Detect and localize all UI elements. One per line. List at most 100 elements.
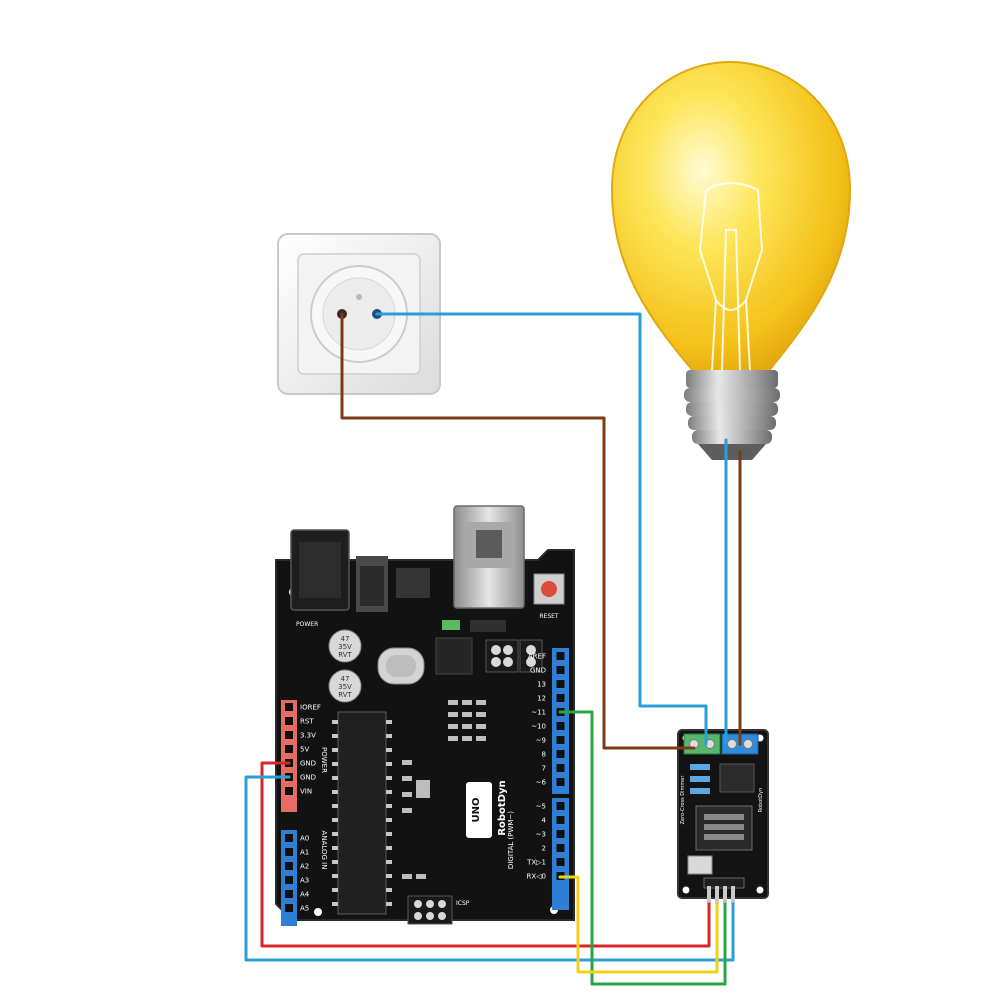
pin-label: GND: [530, 667, 546, 675]
board-logo: UNO RobotDyn: [466, 780, 508, 838]
analog-header: [281, 830, 297, 926]
bulb-glass: [610, 60, 852, 373]
power-jack-label: POWER: [296, 621, 318, 628]
analog-header-label: ANALOG IN: [320, 831, 328, 870]
pin-label: ~10: [531, 723, 546, 731]
wire-red-5v: [260, 761, 711, 948]
pin-label: VIN: [300, 788, 312, 796]
pin-label: IOREF: [300, 704, 321, 712]
pin-label: ~3: [536, 831, 546, 839]
pin-label: 8: [542, 751, 546, 759]
header-pin: [556, 858, 565, 866]
svg-text:RVT: RVT: [338, 691, 352, 699]
pin-label: A2: [300, 863, 309, 871]
pin-label: AREF: [528, 653, 546, 661]
pin-label: ~5: [536, 803, 546, 811]
pin-label: RX◁0: [527, 873, 547, 881]
pin-label: GND: [300, 760, 316, 768]
pin-label: A5: [300, 905, 309, 913]
wire-blue-gnd: [244, 775, 735, 962]
header-pin: [285, 745, 293, 753]
svg-text:47: 47: [341, 635, 350, 643]
pin-label: TX▷1: [526, 859, 546, 867]
capacitor-1: 47 35V RVT: [328, 629, 362, 663]
pin-label: 12: [537, 695, 546, 703]
reset-button: RESET: [533, 573, 565, 620]
header-pin: [285, 848, 293, 856]
pin-label: A3: [300, 877, 309, 885]
module-label-right: RobotDyn: [758, 788, 764, 812]
svg-text:RVT: RVT: [338, 651, 352, 659]
digital-header-label: DIGITAL (PWM~): [507, 811, 515, 869]
arduino-board: RESET POWER 47 35V RVT 47 35V RVT: [275, 505, 575, 926]
header-pin: [285, 862, 293, 870]
module-label-left: Zero-Cross Dimmer: [680, 775, 686, 825]
wire-brown-socket-to-module: [340, 312, 696, 750]
bulb-filament: [698, 182, 764, 371]
control-pins: [703, 877, 745, 904]
svg-text:35V: 35V: [338, 683, 352, 691]
usb-b-port: [453, 505, 525, 609]
wires: [244, 312, 742, 986]
header-pin: [556, 802, 565, 810]
pin-label: ~6: [536, 779, 547, 787]
logo-robotdyn: RobotDyn: [497, 780, 508, 835]
icsp-header-top: [485, 639, 543, 673]
wire-blue-socket-to-bulb: [375, 312, 708, 746]
header-pin: [556, 778, 565, 786]
header-pin: [285, 703, 293, 711]
pin-label: ~11: [531, 709, 546, 717]
header-pin: [285, 890, 293, 898]
svg-text:47: 47: [341, 675, 350, 683]
wire-yellow-pin2: [558, 875, 719, 974]
header-pin: [556, 652, 565, 660]
smd-resistors: [448, 700, 486, 741]
header-pin: [556, 666, 565, 674]
header-pin: [285, 904, 293, 912]
icsp-header-bottom: ICSP: [407, 895, 470, 925]
header-pin: [285, 834, 293, 842]
pin-label: 2: [542, 845, 546, 853]
crystal-oscillator: [377, 647, 425, 685]
pin-label: 5V: [300, 746, 309, 754]
digital-header: [552, 648, 569, 910]
power-header: [281, 700, 297, 812]
header-pin: [556, 844, 565, 852]
header-pin: [285, 717, 293, 725]
pin-label: 3.3V: [300, 732, 316, 740]
pin-label: A1: [300, 849, 309, 857]
pin-label: A4: [300, 891, 310, 899]
pin-label: GND: [300, 774, 316, 782]
capacitor-2: 47 35V RVT: [328, 669, 362, 703]
voltage-regulator: [356, 556, 388, 612]
header-pin: [556, 680, 565, 688]
power-header-label: POWER: [320, 747, 328, 773]
header-pin: [285, 787, 293, 795]
pin-label: 4: [542, 817, 547, 825]
header-pin: [285, 876, 293, 884]
triac-heatsink: [695, 805, 753, 851]
pin-label: 7: [542, 765, 546, 773]
pin-label: ~9: [536, 737, 546, 745]
header-pin: [556, 830, 565, 838]
pin-label: 13: [537, 681, 546, 689]
reset-label: RESET: [539, 613, 559, 620]
atmega-microcontroller: [332, 711, 392, 915]
header-pin: [556, 694, 565, 702]
header-pin: [556, 816, 565, 824]
logo-uno: UNO: [471, 798, 482, 823]
header-pin: [556, 722, 565, 730]
bulb-screw-base: [684, 370, 780, 460]
svg-text:ICSP: ICSP: [456, 900, 470, 907]
dimmer-module: Zero-Cross Dimmer RobotDyn: [677, 729, 769, 904]
header-pin: [285, 731, 293, 739]
pin-label: RST: [300, 718, 314, 726]
svg-text:35V: 35V: [338, 643, 352, 651]
wire-green-pin13: [558, 710, 727, 986]
dc-power-jack: [290, 529, 350, 611]
pin-label: A0: [300, 835, 309, 843]
header-pin: [556, 750, 565, 758]
header-pin: [556, 736, 565, 744]
header-pin: [556, 764, 565, 772]
